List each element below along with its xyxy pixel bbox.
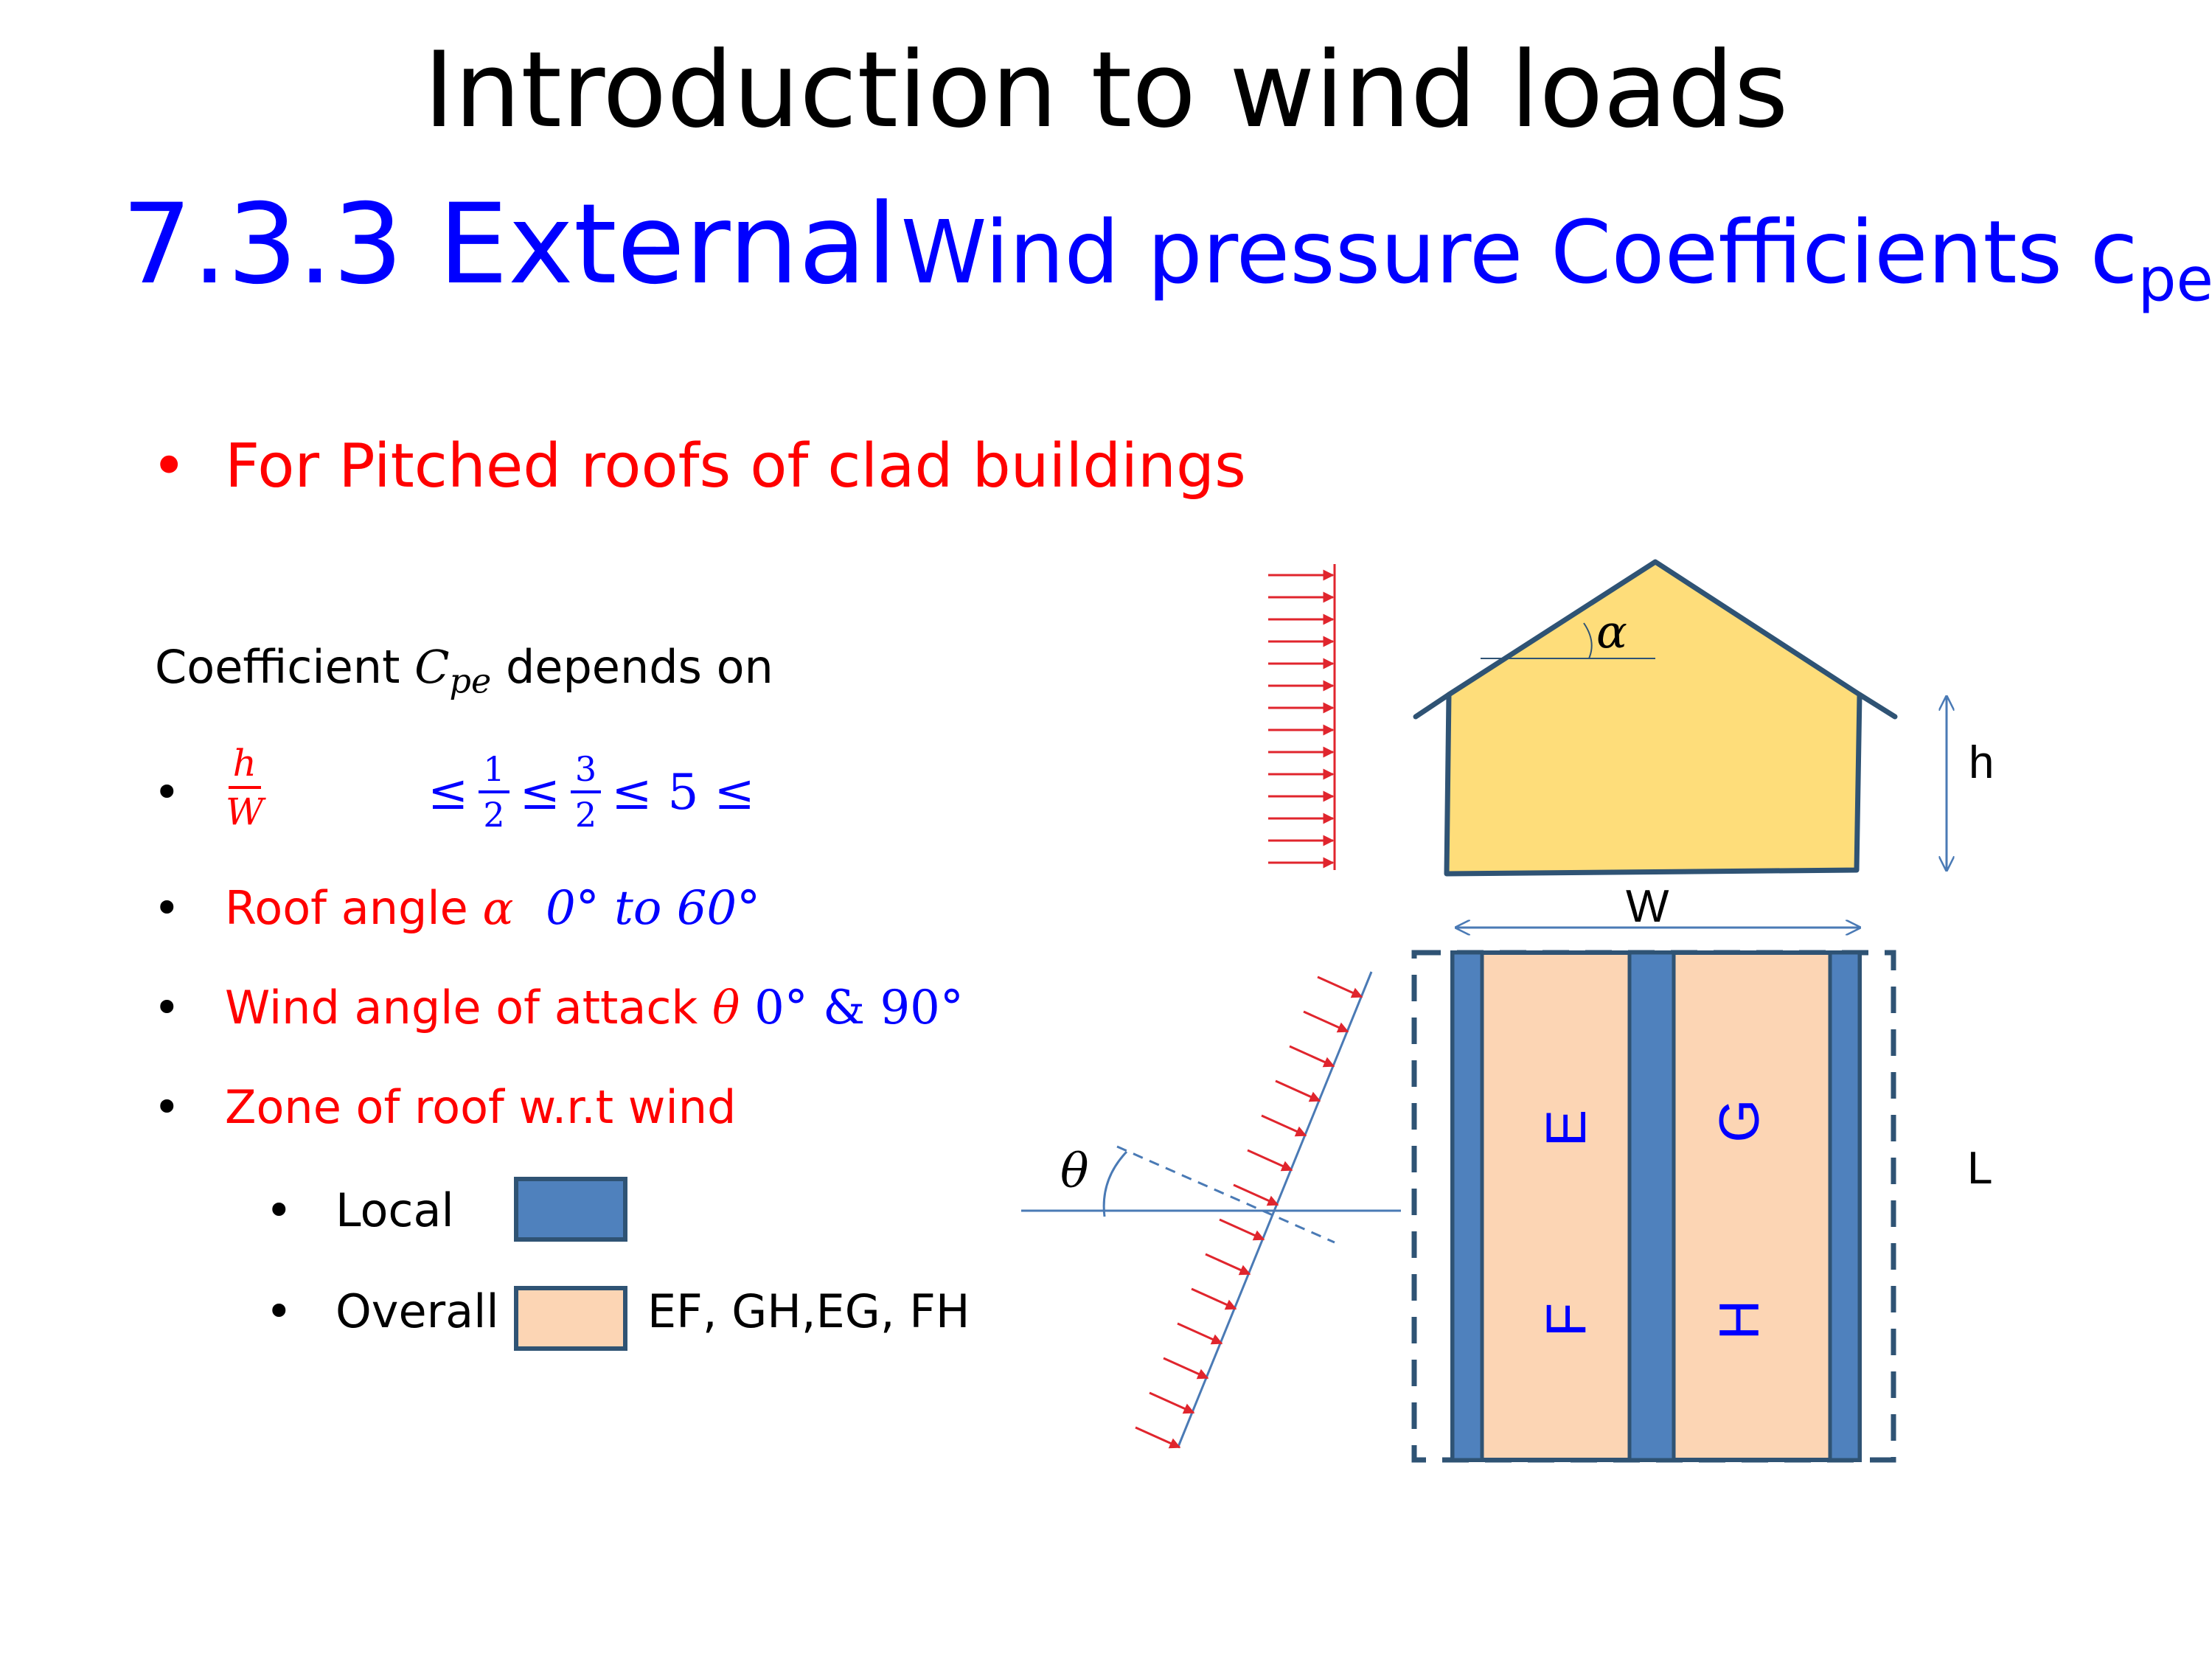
main-bullet: For Pitched roofs of clad buildings: [225, 431, 1246, 501]
wind-arrows-vertical: [1268, 569, 1335, 869]
oblique-wind: [1021, 971, 1401, 1449]
oblique-wind-front: [1177, 971, 1373, 1447]
theta-arc: [1102, 1150, 1128, 1217]
roof-angle-line: Roof angle α 0° to 60°: [225, 881, 760, 936]
h-label: h: [1969, 737, 1994, 788]
oblique-arrow: [1289, 1045, 1335, 1068]
roof-symbol: α: [482, 881, 514, 935]
zone-label-h: H: [1708, 1300, 1771, 1340]
intro-symbol-main: C: [414, 640, 450, 694]
ratio-num: h: [228, 745, 261, 789]
ineq-rest: ≤ 5 ≤: [611, 763, 755, 821]
ratio-fraction: h W: [221, 745, 268, 830]
ineq-le-2: ≤: [519, 763, 560, 821]
ineq-half-den: 2: [483, 795, 505, 835]
ratio-den: W: [226, 790, 264, 833]
oblique-arrow: [1163, 1357, 1209, 1380]
ineq-half-num: 1: [479, 752, 509, 793]
house-elevation: [1413, 559, 1898, 877]
intro-line: Coefficient Cpe depends on: [155, 640, 773, 700]
legend-overall-swatch: [514, 1286, 627, 1351]
oblique-arrow: [1233, 1183, 1279, 1206]
ineq-le-1: ≤: [428, 763, 469, 821]
oblique-arrow: [1135, 1426, 1181, 1449]
intro-suffix: depends on: [505, 640, 773, 694]
bullet-dot-zone: •: [153, 1080, 181, 1134]
local-label: Local: [335, 1183, 454, 1237]
oblique-arrow: [1275, 1079, 1321, 1102]
slide-subtitle: 7.3.3 External Wind pressure Coefficient…: [122, 181, 2212, 316]
zone-label-f: F: [1535, 1303, 1598, 1337]
main-bullet-dot: •: [151, 431, 187, 501]
zone-label: Zone of roof w.r.t wind: [225, 1080, 737, 1134]
oblique-arrow: [1317, 975, 1363, 998]
alpha-arc: [1583, 622, 1593, 659]
ineq-three-num: 3: [570, 752, 602, 793]
bullet-dot-ratio: •: [153, 765, 181, 819]
wind-values: 0° & 90°: [754, 981, 964, 1035]
oblique-arrow: [1191, 1287, 1237, 1310]
zone-label-g: G: [1708, 1099, 1771, 1142]
local-zone-left-edge: [1450, 950, 1484, 1462]
intro-symbol-sub: pe: [449, 661, 492, 701]
alpha-label: α: [1596, 605, 1627, 658]
oblique-arrow: [1303, 1010, 1349, 1033]
roof-range: 0° to 60°: [546, 881, 761, 936]
slide-title: Introduction to wind loads: [423, 29, 1789, 151]
oblique-arrow: [1219, 1218, 1265, 1241]
eave-right: [1857, 692, 1898, 720]
wind-angle-line: Wind angle of attack θ 0° & 90°: [225, 981, 964, 1035]
zone-label-e: E: [1535, 1110, 1598, 1147]
legend-local-swatch: [514, 1177, 627, 1242]
overall-combos: EF, GH,EG, FH: [647, 1284, 970, 1338]
ratio-inequality: ≤ 1 2 ≤ 3 2 ≤ 5 ≤: [428, 752, 755, 832]
local-zone-ridge: [1627, 950, 1676, 1462]
roof-plan: [1411, 950, 1896, 1463]
house-body: [1444, 559, 1863, 877]
oblique-arrow: [1205, 1253, 1251, 1276]
oblique-arrow: [1177, 1322, 1223, 1345]
wind-label: Wind angle of attack: [225, 981, 698, 1034]
oblique-arrow: [1261, 1114, 1307, 1137]
roof-label: Roof angle: [225, 881, 468, 935]
theta-label: θ: [1060, 1144, 1089, 1199]
intro-text: Coefficient: [155, 640, 400, 694]
oblique-arrow: [1149, 1391, 1195, 1414]
bullet-dot-local: •: [265, 1183, 293, 1237]
subtitle-number: 7.3.3 External: [122, 181, 897, 309]
local-zone-right-edge: [1828, 950, 1862, 1462]
bullet-dot-overall: •: [265, 1284, 293, 1338]
subtitle-sub: pe: [2138, 245, 2212, 316]
w-label: W: [1626, 881, 1669, 932]
bullet-dot-roof: •: [153, 881, 181, 935]
subtitle-rest: Wind pressure Coefficients c: [900, 201, 2138, 303]
ineq-three-den: 2: [574, 795, 597, 835]
oblique-arrow: [1247, 1149, 1293, 1172]
theta-normal-line: [1116, 1145, 1335, 1244]
wind-symbol: θ: [712, 981, 740, 1034]
l-label: L: [1967, 1143, 1992, 1194]
bullet-dot-wind: •: [153, 981, 181, 1034]
eave-left: [1413, 692, 1452, 720]
overall-label: Overall: [335, 1284, 499, 1338]
intro-symbol: Cpe: [414, 640, 491, 700]
